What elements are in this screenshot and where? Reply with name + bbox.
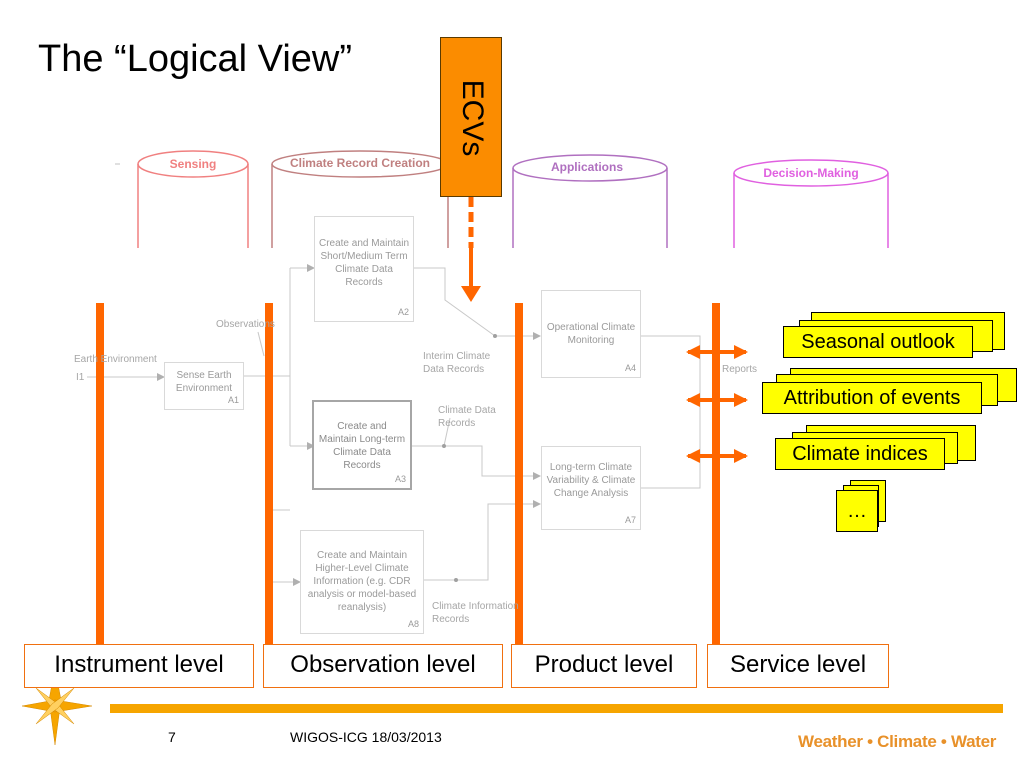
stage-sensing-label: Sensing bbox=[169, 157, 217, 171]
climate-indices-label: Climate indices bbox=[775, 438, 945, 470]
more-label: … bbox=[836, 490, 878, 532]
stage-applications-label: Applications bbox=[550, 160, 623, 174]
climate-data-records-label: Climate Data Records bbox=[438, 405, 496, 429]
ecvs-label: ECVs bbox=[456, 79, 489, 157]
process-a1-id: A1 bbox=[227, 395, 239, 405]
process-a2-text: Create and Maintain Short/Medium Term Cl… bbox=[318, 238, 410, 288]
process-a4: Operational Climate Monitoring A4 bbox=[541, 290, 641, 378]
observation-level-box: Observation level bbox=[263, 644, 503, 688]
slide-title: The “Logical View” bbox=[38, 38, 353, 80]
process-a8-id: A8 bbox=[407, 619, 419, 629]
process-a1: Sense Earth Environment A1 bbox=[164, 362, 244, 410]
attribution-label: Attribution of events bbox=[762, 382, 982, 414]
decision-making-cylinder bbox=[733, 159, 889, 248]
process-a3: Create and Maintain Long-term Climate Da… bbox=[312, 400, 412, 490]
applications-cylinder bbox=[512, 154, 668, 248]
page-number: 7 bbox=[168, 729, 176, 745]
process-a3-id: A3 bbox=[394, 474, 406, 484]
process-a3-text: Create and Maintain Long-term Climate Da… bbox=[318, 421, 406, 471]
ecvs-box: ECVs bbox=[440, 37, 502, 197]
ecv-arrow-head bbox=[461, 286, 481, 302]
process-a4-id: A4 bbox=[624, 363, 636, 373]
earth-environment-label: Earth Environment bbox=[74, 354, 157, 365]
seasonal-outlook-label: Seasonal outlook bbox=[783, 326, 973, 358]
sensing-cylinder bbox=[137, 150, 249, 248]
service-level-box: Service level bbox=[707, 644, 889, 688]
process-a7-text: Long-term Climate Variability & Climate … bbox=[546, 462, 636, 499]
product-level-box: Product level bbox=[511, 644, 697, 688]
process-a2: Create and Maintain Short/Medium Term Cl… bbox=[314, 216, 414, 322]
process-a1-text: Sense Earth Environment bbox=[175, 370, 233, 394]
climate-information-label: Climate Information Records bbox=[432, 601, 519, 625]
stage-climate-record-label: Climate Record Creation bbox=[289, 156, 431, 170]
process-a8: Create and Maintain Higher-Level Climate… bbox=[300, 530, 424, 634]
process-a7: Long-term Climate Variability & Climate … bbox=[541, 446, 641, 530]
process-a8-text: Create and Maintain Higher-Level Climate… bbox=[307, 550, 417, 613]
process-a4-text: Operational Climate Monitoring bbox=[546, 322, 636, 346]
brand-tagline: Weather • Climate • Water bbox=[798, 732, 997, 751]
process-a2-id: A2 bbox=[397, 307, 409, 317]
observations-label: Observations bbox=[216, 319, 275, 330]
process-a7-id: A7 bbox=[624, 515, 636, 525]
stage-decision-making-label: Decision-Making bbox=[763, 166, 859, 180]
interim-label: Interim Climate Data Records bbox=[423, 351, 491, 375]
reports-label: Reports bbox=[722, 364, 758, 375]
footer-rule bbox=[110, 704, 1003, 713]
footer-event: WIGOS-ICG 18/03/2013 bbox=[290, 729, 442, 745]
i1-label: I1 bbox=[76, 372, 85, 383]
instrument-level-box: Instrument level bbox=[24, 644, 254, 688]
